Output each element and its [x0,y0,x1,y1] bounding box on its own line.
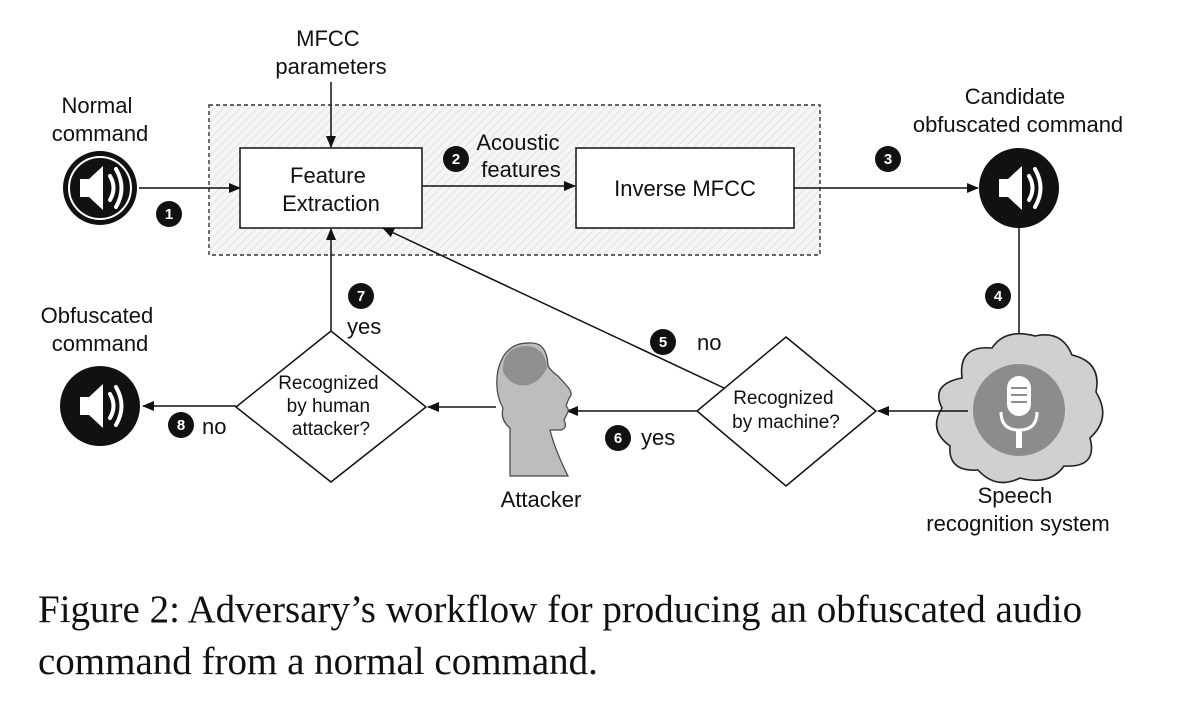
svg-text:1: 1 [165,206,173,223]
attacker-label: Attacker [501,487,582,512]
svg-text:5: 5 [659,334,667,351]
mfcc-params-label: MFCC parameters [275,26,386,79]
feature-extraction-label: Feature Extraction [282,163,380,216]
svg-text:3: 3 [884,151,892,168]
human-head-icon [496,342,572,477]
svg-text:7: 7 [357,288,365,305]
candidate-command-label: Candidate obfuscated command [913,84,1123,137]
speaker-icon [60,366,140,446]
svg-text:6: 6 [614,430,622,447]
obfuscated-command-label: Obfuscated command [41,303,160,356]
step-badge-7: 7 [348,283,374,309]
speech-system-label: Speech recognition system [926,483,1109,536]
step-badge-8: 8 [168,412,194,438]
step-badge-1: 1 [156,201,182,227]
step-badge-2: 2 [443,146,469,172]
svg-text:8: 8 [177,417,185,434]
workflow-diagram: MFCC parameters Normal command 1 Feature… [41,26,1123,536]
step-badge-6: 6 [605,425,631,451]
inverse-mfcc-label: Inverse MFCC [614,176,756,201]
human-recognition-diamond [234,330,428,483]
svg-text:2: 2 [452,151,460,168]
machine-recognition-diamond [695,336,878,487]
svg-text:4: 4 [994,288,1003,305]
normal-command-label: Normal command [52,93,149,146]
step-badge-4: 4 [985,283,1011,309]
machine-recognition-label: Recognized by machine? [732,388,840,433]
branch-no-5-label: no [697,330,721,355]
step-badge-5: 5 [650,329,676,355]
arrow-machine-no-to-feature [382,227,725,389]
speaker-icon [63,151,137,225]
branch-yes-6-label: yes [641,425,675,450]
acoustic-features-label: Acoustic features [476,130,565,182]
feature-extraction-box [239,147,423,229]
microphone-icon [973,364,1065,456]
figure-caption: Figure 2: Adversary’s workflow for produ… [38,588,1083,683]
branch-no-8-label: no [202,414,226,439]
human-recognition-label: Recognized by human attacker? [278,373,384,440]
inverse-mfcc-box [575,147,795,229]
branch-yes-7-label: yes [347,314,381,339]
speaker-icon [979,148,1059,228]
step-badge-3: 3 [875,146,901,172]
